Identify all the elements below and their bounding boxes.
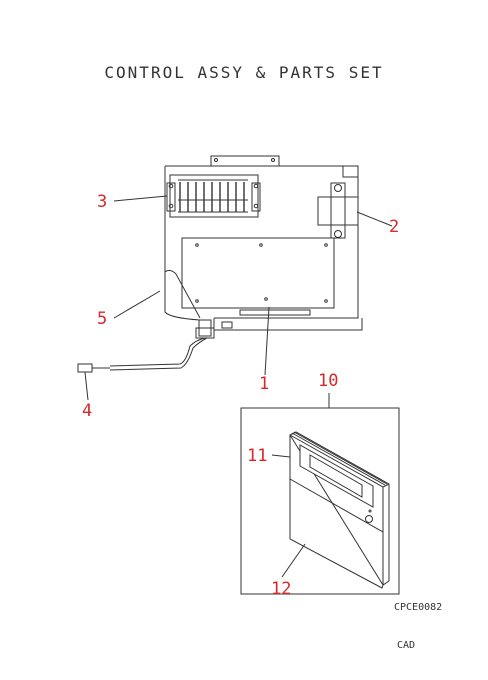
leader-lines [84, 195, 393, 578]
diagram-title: CONTROL ASSY & PARTS SET [104, 63, 384, 82]
callout-2: 2 [389, 217, 399, 237]
callout-11: 11 [247, 446, 267, 466]
drawing-code: CPCE0082 [394, 602, 443, 613]
callout-1: 1 [259, 374, 269, 394]
wire-harness [109, 272, 215, 371]
callout-10: 10 [318, 371, 338, 391]
callout-3: 3 [97, 192, 107, 212]
terminal-block [166, 174, 261, 218]
parts-set-box [240, 393, 400, 595]
footer-label: CAD [397, 640, 416, 651]
callout-12: 12 [271, 579, 291, 599]
callout-5: 5 [97, 309, 107, 329]
transformer [317, 182, 359, 239]
callout-4: 4 [82, 401, 92, 421]
control-board-assembly [164, 155, 363, 331]
remote-controller [289, 431, 390, 589]
